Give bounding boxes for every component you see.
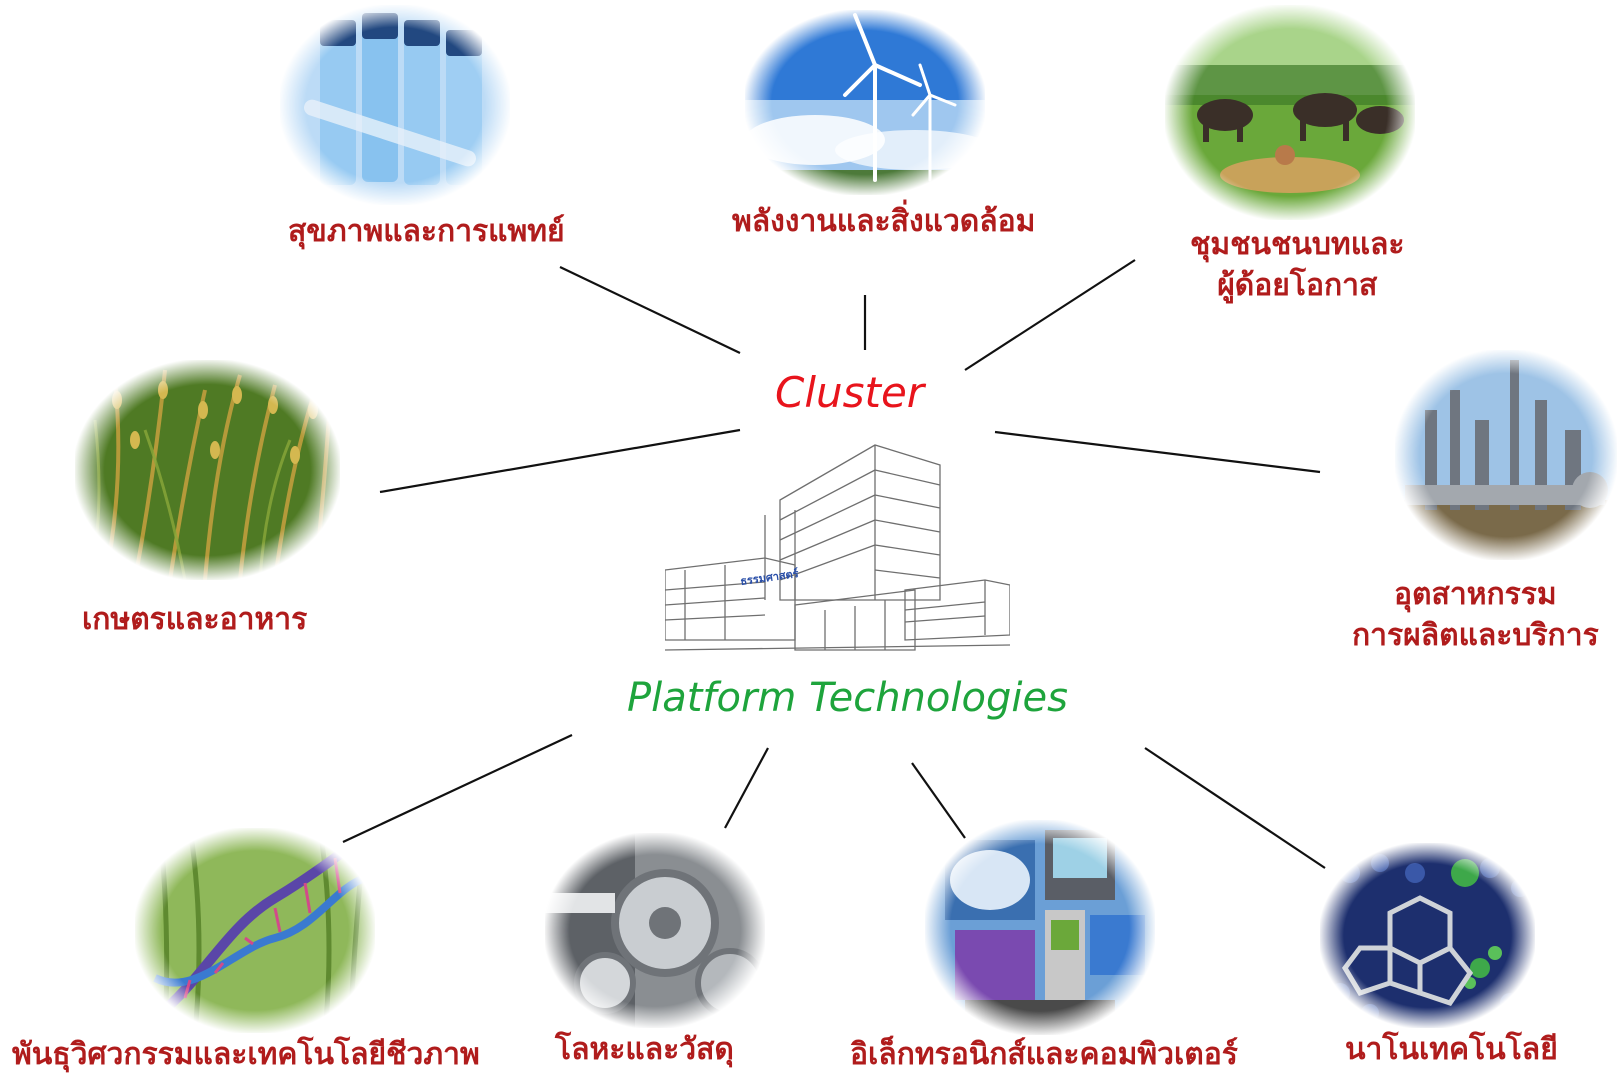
energy-label: พลังงานและสิ่งแวดล้อม xyxy=(732,204,1036,239)
connector-nano xyxy=(1144,747,1326,869)
connector-industry xyxy=(994,430,1321,474)
electronics-image xyxy=(925,820,1155,1035)
community-label-line1: ชุมชนชนบทและ xyxy=(1190,227,1405,262)
refinery-icon xyxy=(1395,350,1617,560)
community-label: ชุมชนชนบทและ ผู้ด้อยโอกาส xyxy=(1190,225,1405,306)
industry-image xyxy=(1395,350,1617,560)
health-image xyxy=(280,5,510,205)
buffalo-field-icon xyxy=(1165,5,1415,220)
dna-helix-icon xyxy=(135,828,375,1033)
platform-technologies-label: Platform Technologies xyxy=(627,675,1068,721)
energy-image xyxy=(745,10,985,195)
building-illustration xyxy=(665,444,1010,651)
community-image xyxy=(1165,5,1415,220)
biotech-image xyxy=(135,828,375,1033)
wind-turbine-icon xyxy=(745,10,985,195)
biotech-label: พันธุวิศวกรรมและเทคโนโลยีชีวภาพ xyxy=(12,1037,480,1072)
electronics-label: อิเล็กทรอนิกส์และคอมพิวเตอร์ xyxy=(850,1037,1238,1072)
community-label-line2: ผู้ด้อยโอกาส xyxy=(1217,267,1378,303)
health-label: สุขภาพและการแพทย์ xyxy=(288,214,565,249)
connector-agriculture xyxy=(379,428,741,494)
nano-label: นาโนเทคโนโลยี xyxy=(1345,1032,1558,1067)
agriculture-image xyxy=(75,360,340,580)
vaccine-vials-icon xyxy=(280,5,510,205)
nano-image xyxy=(1320,843,1535,1028)
industry-label: อุตสาหกรรม การผลิตและบริการ xyxy=(1352,575,1599,656)
connector-biotech xyxy=(342,734,573,843)
materials-label: โลหะและวัสดุ xyxy=(555,1032,734,1067)
industry-label-line2: การผลิตและบริการ xyxy=(1352,617,1599,653)
gears-icon xyxy=(545,833,765,1028)
materials-image xyxy=(545,833,765,1028)
industry-label-line1: อุตสาหกรรม xyxy=(1394,577,1557,612)
rice-plant-icon xyxy=(75,360,340,580)
connector-materials xyxy=(724,747,769,829)
connector-health xyxy=(559,266,741,354)
agriculture-label: เกษตรและอาหาร xyxy=(82,602,308,637)
electronics-collage-icon xyxy=(925,820,1155,1035)
cluster-label: Cluster xyxy=(775,368,925,417)
fullerene-icon xyxy=(1320,843,1535,1028)
connector-community xyxy=(964,259,1136,371)
